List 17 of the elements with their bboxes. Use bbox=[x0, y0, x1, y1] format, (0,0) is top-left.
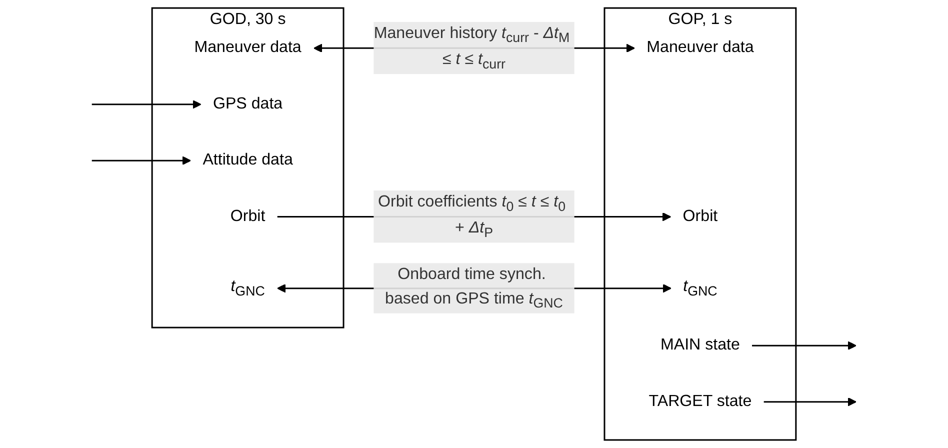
node-text: Maneuver data bbox=[194, 39, 302, 56]
arrow bbox=[92, 156, 192, 165]
arrow bbox=[752, 341, 857, 350]
node-text: TARGET state bbox=[648, 392, 752, 410]
node-text: Orbit bbox=[230, 208, 266, 225]
edge-label: Maneuver history t$_{curr}$ - Δt$_{M}$ ≤ t ≤ t$_{curr}$ bbox=[374, 24, 570, 72]
edge-label: Orbit coefficients t$_{0}$ ≤ t ≤ t$_{0}$ + Δt$_{P}$ bbox=[378, 194, 566, 240]
node-text: t$_{GNC}$ bbox=[683, 278, 718, 298]
node-text: t$_{GNC}$ bbox=[230, 278, 265, 298]
node-text: Orbit bbox=[682, 208, 718, 225]
arrow bbox=[92, 100, 202, 109]
node-text: MAIN state bbox=[660, 336, 740, 354]
node-text: GPS data bbox=[212, 95, 283, 112]
node-text: Attitude data bbox=[202, 152, 293, 169]
node-text: Maneuver data bbox=[646, 39, 754, 56]
edge-label: Onboard time synch. based on GPS time t$_{GNC}$ bbox=[385, 266, 563, 311]
arrow bbox=[764, 397, 857, 406]
